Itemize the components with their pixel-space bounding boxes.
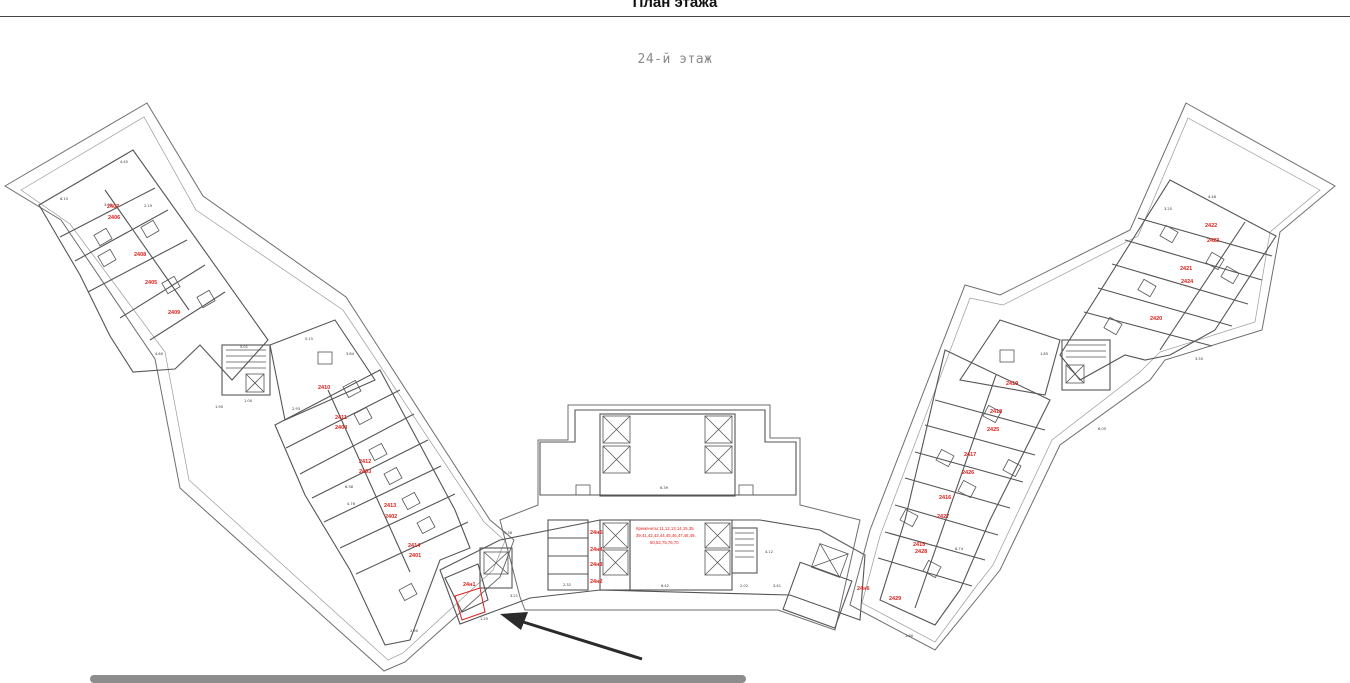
note-line: 39,41,42,43,44,45,46,47,48,49, — [636, 533, 696, 538]
apartment-number[interactable]: 2403 — [359, 469, 371, 475]
apartment-number[interactable]: 2425 — [987, 427, 999, 433]
floor-plan-drawing: 4.45 6.15 3.08 2.19 4.60 5.01 1.00 1.90 … — [4, 102, 1336, 672]
apartment-number[interactable]: 2409 — [168, 310, 180, 316]
left-wing — [4, 102, 515, 672]
apartment-number[interactable]: 24н6 — [857, 586, 870, 592]
apartment-number[interactable]: 2408 — [134, 252, 146, 258]
dim-label: 6.15 — [60, 197, 68, 201]
apartment-number[interactable]: 2402 — [385, 514, 397, 520]
floor-plan: 24-й этаж — [0, 17, 1350, 672]
dim-label: 5.01 — [240, 345, 248, 349]
dim-label: 6.05 — [1098, 427, 1106, 431]
dim-label: 5.15 — [305, 337, 313, 341]
apartment-number[interactable]: 24н5 — [590, 530, 603, 536]
apartment-number[interactable]: 2429 — [889, 596, 901, 602]
dim-label: 3.08 — [104, 203, 113, 207]
dim-label: 1.25 — [480, 617, 488, 621]
dim-label: 3.50 — [1195, 357, 1204, 361]
apartment-labels: 2407 2406 2408 2405 2409 2410 2411 2404 … — [107, 204, 1219, 602]
apartment-number[interactable]: 2418 — [990, 409, 1002, 415]
dim-label: 4.76 — [347, 502, 356, 506]
apartment-number[interactable]: 2413 — [384, 503, 396, 509]
dim-label: 6.42 — [661, 584, 669, 588]
apartment-number[interactable]: 2424 — [1181, 279, 1194, 285]
right-wing — [849, 102, 1336, 651]
dim-label: 2.19 — [144, 204, 153, 208]
viewer-header: План этажа — [0, 0, 1350, 17]
apartment-note: Кремачеты:11,12,13,14,15,35 39,41,42,43,… — [636, 526, 696, 545]
apartment-number[interactable]: 2411 — [335, 415, 347, 421]
dim-label: 2.02 — [740, 584, 748, 588]
dim-label: 6.39 — [660, 486, 669, 490]
apartment-number[interactable]: 2428 — [915, 549, 927, 555]
dim-label: 1.90 — [215, 405, 224, 409]
note-line: 50,52,75,76,70 — [650, 540, 679, 545]
apartment-number[interactable]: 2422 — [1205, 223, 1217, 229]
dim-label: 2.90 — [410, 629, 419, 633]
dim-label: 1.85 — [1040, 352, 1048, 356]
dim-label: 3.21 — [510, 594, 518, 598]
dim-label: 3.25 — [1164, 207, 1172, 211]
apartment-number[interactable]: 2417 — [964, 452, 976, 458]
apartment-number[interactable]: 2401 — [409, 553, 421, 559]
apartment-number[interactable]: 2419 — [1006, 381, 1018, 387]
note-line: Кремачеты:11,12,13,14,15,35 — [636, 526, 694, 531]
dimension-labels: 4.45 6.15 3.08 2.19 4.60 5.01 1.00 1.90 … — [60, 160, 1217, 638]
dim-label: 1.60 — [905, 634, 914, 638]
apartment-number[interactable]: 24н1 — [463, 582, 476, 588]
dim-label: 4.60 — [155, 352, 164, 356]
apartment-number[interactable]: 2426 — [962, 470, 974, 476]
apartment-number[interactable]: 2404 — [335, 425, 348, 431]
apartment-number[interactable]: 24н3 — [590, 562, 603, 568]
dim-label: 4.45 — [120, 160, 128, 164]
apartment-number[interactable]: 2421 — [1180, 266, 1192, 272]
central-block — [439, 404, 866, 631]
apartment-number[interactable]: 2414 — [408, 543, 421, 549]
horizontal-scrollbar[interactable] — [90, 675, 746, 683]
apartment-number[interactable]: 24н4 — [590, 547, 603, 553]
floor-label: 24-й этаж — [637, 52, 713, 67]
apartment-number[interactable]: 2416 — [939, 495, 951, 501]
apartment-number[interactable]: 2423 — [1207, 238, 1219, 244]
apartment-number[interactable]: 2406 — [108, 215, 120, 221]
apartment-number[interactable]: 2405 — [145, 280, 157, 286]
dim-label: 1.00 — [244, 399, 253, 403]
dim-label: 2.32 — [563, 583, 571, 587]
dim-label: 4.12 — [765, 550, 773, 554]
page-title: План этажа — [632, 0, 718, 11]
apartment-number[interactable]: 2427 — [937, 514, 949, 520]
dim-label: 6.38 — [345, 485, 354, 489]
dim-label: 6.74 — [955, 547, 964, 551]
pointer-arrow — [500, 612, 643, 661]
apartment-number[interactable]: 2412 — [359, 459, 371, 465]
apartment-number[interactable]: 2407 — [107, 204, 119, 210]
apartment-number[interactable]: 2420 — [1150, 316, 1162, 322]
apartment-number[interactable]: 2415 — [913, 542, 925, 548]
dim-label: 5.38 — [504, 531, 513, 535]
dim-label: 4.48 — [1208, 195, 1217, 199]
dim-label: 3.41 — [773, 584, 781, 588]
apartment-number[interactable]: 2410 — [318, 385, 330, 391]
dim-label: 2.93 — [292, 407, 300, 411]
dim-label: 3.84 — [346, 352, 355, 356]
apartment-number[interactable]: 24н2 — [590, 579, 603, 585]
